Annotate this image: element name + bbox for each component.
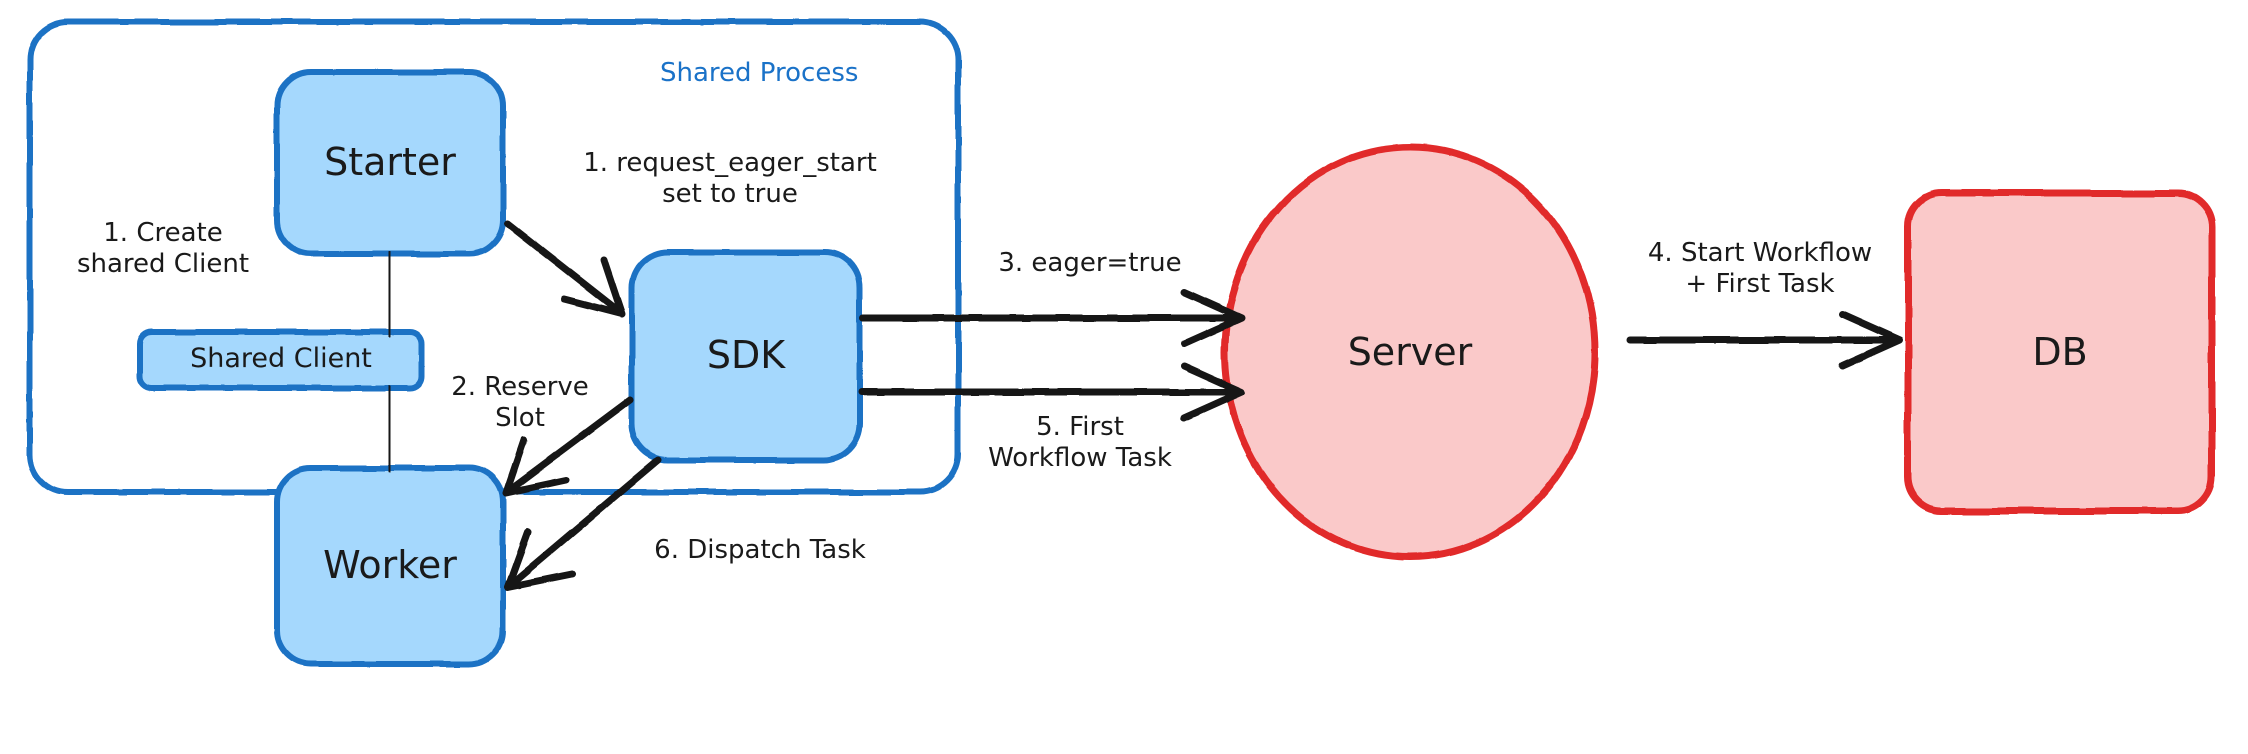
edge-label-request-eager-start: 1. request_eager_start set to true: [583, 148, 877, 210]
node-shared-client-shape[interactable]: [137, 329, 425, 391]
node-worker-shape[interactable]: [274, 465, 506, 667]
edge-label-reserve-slot: 2. Reserve Slot: [451, 372, 589, 434]
edge-label-eager-true: 3. eager=true: [998, 248, 1182, 278]
edge-sdk-to-server-eager-arrow: [858, 288, 1246, 348]
shared-process-label: Shared Process: [660, 58, 859, 88]
edge-label-first-workflow-task: 5. First Workflow Task: [988, 412, 1172, 474]
edge-sdk-to-worker-dispatch-arrow: [504, 456, 662, 591]
edge-starter-to-shared-client: [386, 251, 393, 337]
edge-sdk-to-server-first-task-arrow: [858, 362, 1246, 422]
edge-starter-to-sdk-arrow: [504, 220, 626, 318]
edge-label-start-workflow-first-task: 4. Start Workflow + First Task: [1647, 238, 1873, 300]
node-starter-shape[interactable]: [274, 69, 506, 257]
edge-sdk-to-worker-reserve-arrow: [502, 396, 634, 497]
edge-label-dispatch-task: 6. Dispatch Task: [654, 535, 866, 565]
node-db-shape[interactable]: [1904, 189, 2216, 515]
node-sdk-shape[interactable]: [629, 249, 863, 463]
node-server-shape[interactable]: [1221, 143, 1599, 561]
edge-server-to-db-arrow: [1626, 310, 1904, 370]
edge-shared-client-to-worker: [386, 385, 393, 473]
edge-label-create-shared-client: 1. Create shared Client: [76, 218, 250, 280]
